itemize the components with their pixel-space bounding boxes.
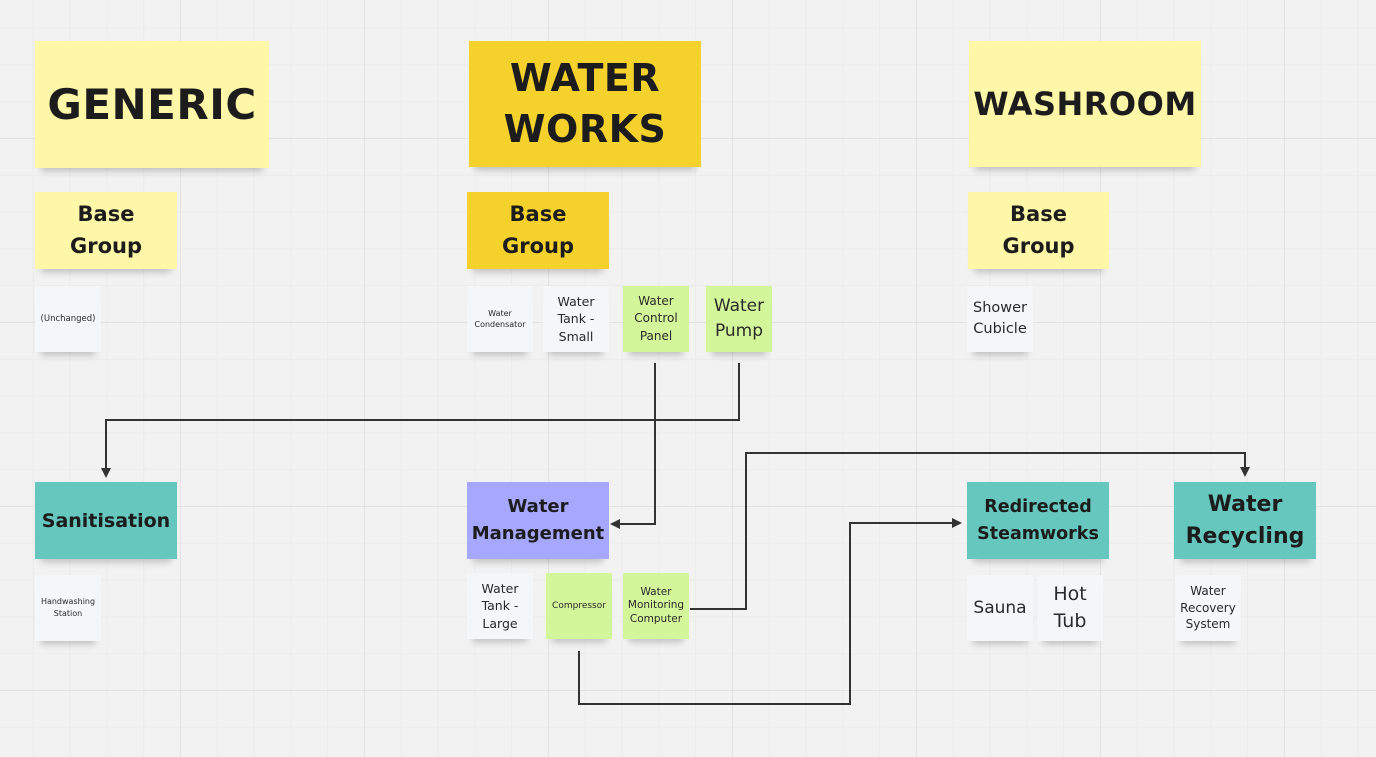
water-tank-large-text: Water Tank - Large <box>481 580 519 631</box>
water-management-text: Water Management <box>471 496 605 544</box>
washroom-base-group-note[interactable]: Base Group <box>968 192 1109 269</box>
water-monitoring-computer-note[interactable]: Water Monitoring Computer <box>623 573 689 639</box>
water-tank-small-note[interactable]: Water Tank - Small <box>543 286 609 352</box>
waterworks-title-text: WATER WORKS <box>503 55 667 151</box>
water-recycling-note[interactable]: Water Recycling <box>1174 482 1316 559</box>
unchanged-text: (Unchanged) <box>40 314 96 324</box>
sauna-note[interactable]: Sauna <box>967 575 1033 641</box>
redirected-steamworks-text: Redirected Steamworks <box>977 497 1099 544</box>
sanitisation-text: Sanitisation <box>41 509 171 532</box>
water-pump-text: Water Pump <box>713 296 765 341</box>
shower-cubicle-text: Shower Cubicle <box>972 299 1027 337</box>
washroom-title-text: WASHROOM <box>973 85 1197 123</box>
waterworks-title-note[interactable]: WATER WORKS <box>469 41 701 167</box>
water-condensator-note[interactable]: Water Condensator <box>467 286 533 352</box>
washroom-title-note[interactable]: WASHROOM <box>969 41 1201 167</box>
water-condensator-text: Water Condensator <box>474 308 526 329</box>
shower-cubicle-note[interactable]: Shower Cubicle <box>967 286 1033 352</box>
water-control-panel-text: Water Control Panel <box>634 293 678 343</box>
washroom-base-group-text: Base Group <box>1002 202 1075 258</box>
waterworks-base-group-text: Base Group <box>501 202 574 258</box>
generic-title-note[interactable]: GENERIC <box>35 41 269 168</box>
unchanged-note[interactable]: (Unchanged) <box>35 286 101 352</box>
generic-base-group-note[interactable]: Base Group <box>35 192 177 269</box>
connector-water-control-panel-to-water-management[interactable] <box>610 363 656 529</box>
connector-water-pump-to-sanitisation[interactable] <box>101 363 740 478</box>
compressor-note[interactable]: Compressor <box>546 573 612 639</box>
sanitisation-note[interactable]: Sanitisation <box>35 482 177 559</box>
water-tank-small-text: Water Tank - Small <box>557 293 595 344</box>
water-recovery-system-text: Water Recovery System <box>1180 583 1236 632</box>
generic-base-group-text: Base Group <box>69 202 142 258</box>
water-control-panel-note[interactable]: Water Control Panel <box>623 286 689 352</box>
generic-title-text: GENERIC <box>47 80 257 129</box>
water-pump-note[interactable]: Water Pump <box>706 286 772 352</box>
hot-tub-note[interactable]: Hot Tub <box>1037 575 1103 641</box>
water-management-note[interactable]: Water Management <box>467 482 609 559</box>
compressor-text: Compressor <box>552 601 606 611</box>
waterworks-base-group-note[interactable]: Base Group <box>467 192 609 269</box>
hot-tub-text: Hot Tub <box>1053 583 1087 632</box>
water-monitoring-computer-text: Water Monitoring Computer <box>627 585 685 625</box>
sauna-text: Sauna <box>973 598 1027 618</box>
redirected-steamworks-note[interactable]: Redirected Steamworks <box>967 482 1109 559</box>
water-recycling-text: Water Recycling <box>1185 491 1305 549</box>
handwashing-station-text: Handwashing Station <box>40 597 96 618</box>
handwashing-station-note[interactable]: Handwashing Station <box>35 575 101 641</box>
water-tank-large-note[interactable]: Water Tank - Large <box>467 573 533 639</box>
water-recovery-system-note[interactable]: Water Recovery System <box>1175 575 1241 641</box>
